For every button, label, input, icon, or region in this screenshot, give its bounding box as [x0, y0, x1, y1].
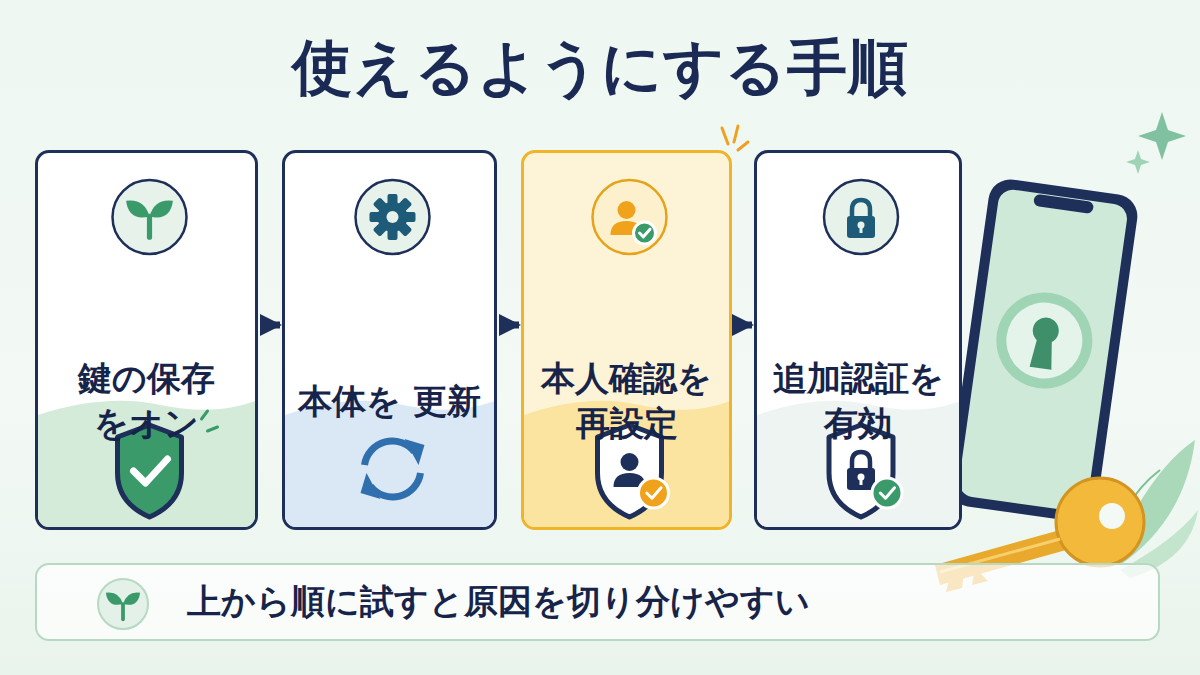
- step-arrow: [499, 322, 519, 329]
- sparkle: [1126, 150, 1150, 174]
- tip-bar: 上から順に試すと原因を切り分けやすい: [35, 563, 1160, 641]
- phone: [946, 177, 1140, 525]
- step-card: 追加認証を 有効: [754, 150, 962, 530]
- step-label: 本人確認を 再設定: [532, 356, 721, 446]
- step-label: 鍵の保存 をオン: [46, 356, 247, 446]
- step-arrow: [734, 322, 752, 329]
- step-icons: [38, 153, 258, 530]
- step-arrow: [260, 322, 280, 329]
- step-icons: [524, 153, 732, 530]
- step-icons: [285, 153, 497, 530]
- highlight-ticks: [722, 126, 748, 150]
- tip-text: 上から順に試すと原因を切り分けやすい: [187, 579, 810, 625]
- step-card: 鍵の保存 をオン: [35, 150, 258, 530]
- step-card: 本体を 更新: [282, 150, 497, 530]
- sparkle: [1138, 112, 1186, 160]
- step-label: 本体を 更新: [293, 379, 486, 424]
- step-icons: [757, 153, 962, 530]
- step-label: 追加認証を 有効: [765, 356, 951, 446]
- diagram-title: 使えるようにする手順: [0, 28, 1200, 109]
- step-card: 本人確認を 再設定: [521, 150, 732, 530]
